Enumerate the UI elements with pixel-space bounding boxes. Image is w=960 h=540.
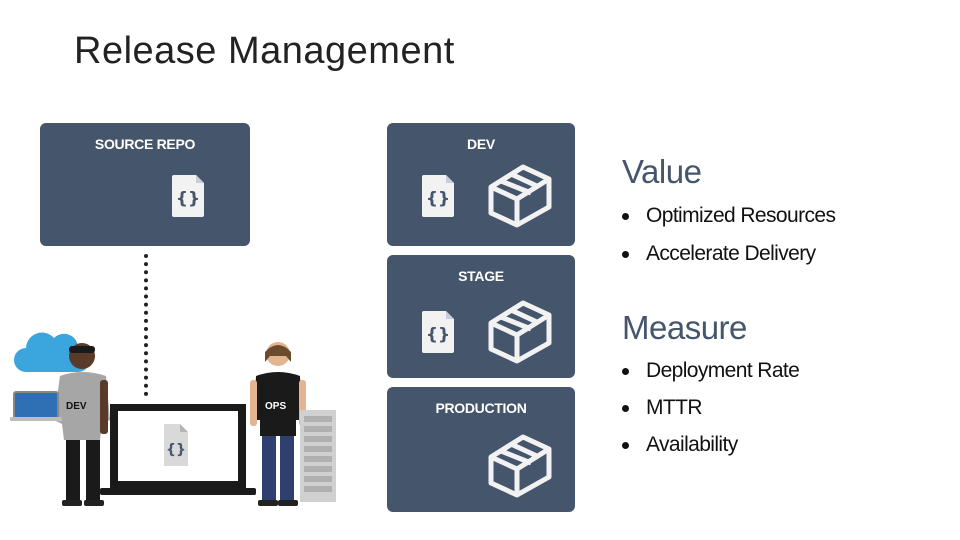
measure-item-label: Deployment Rate xyxy=(646,359,800,382)
measure-item-deployment-rate: Deployment Rate xyxy=(622,359,800,383)
value-item-label: Optimized Resources xyxy=(646,204,836,227)
stage-card: STAGE {} xyxy=(387,255,575,378)
server-rack-icon xyxy=(300,410,336,502)
dev-card: DEV {} xyxy=(387,123,575,246)
svg-text:{}: {} xyxy=(176,189,200,209)
code-file-icon: {} xyxy=(422,311,454,353)
bullet-dot xyxy=(622,212,629,220)
production-card: PRODUCTION xyxy=(387,387,575,512)
dev-person-figure xyxy=(10,343,110,506)
laptop-icon: {} xyxy=(100,404,256,495)
value-heading: Value xyxy=(622,153,702,190)
code-file-icon: {} xyxy=(422,175,454,217)
source-repo-card: SOURCE REPO {} xyxy=(40,123,250,246)
package-box-icon xyxy=(488,300,552,364)
measure-item-label: Availability xyxy=(646,433,738,456)
svg-text:{}: {} xyxy=(426,325,450,345)
dev-label: DEV xyxy=(467,136,495,152)
bullet-dot xyxy=(622,404,629,412)
value-item-label: Accelerate Delivery xyxy=(646,242,816,265)
svg-text:{}: {} xyxy=(426,189,450,209)
ops-person-figure xyxy=(250,342,306,506)
measure-item-mttr: MTTR xyxy=(622,396,703,420)
slide-title: Release Management xyxy=(74,30,455,72)
production-label: PRODUCTION xyxy=(435,400,527,416)
svg-text:{}: {} xyxy=(166,442,186,458)
dotted-connector xyxy=(144,254,148,396)
value-item-optimized-resources: Optimized Resources xyxy=(622,204,836,228)
package-box-icon xyxy=(488,164,552,228)
measure-item-availability: Availability xyxy=(622,433,738,457)
package-box-icon xyxy=(488,434,552,498)
bullet-dot xyxy=(622,250,629,258)
measure-item-label: MTTR xyxy=(646,396,703,419)
value-item-accelerate-delivery: Accelerate Delivery xyxy=(622,242,816,266)
source-repo-label: SOURCE REPO xyxy=(94,136,196,152)
bullet-dot xyxy=(622,367,629,375)
stage-label: STAGE xyxy=(458,268,504,284)
measure-heading: Measure xyxy=(622,309,747,346)
bullet-dot xyxy=(622,441,629,449)
code-file-icon: {} xyxy=(172,175,204,217)
dev-shirt-label: DEV xyxy=(66,401,87,412)
ops-shirt-label: OPS xyxy=(265,401,287,412)
